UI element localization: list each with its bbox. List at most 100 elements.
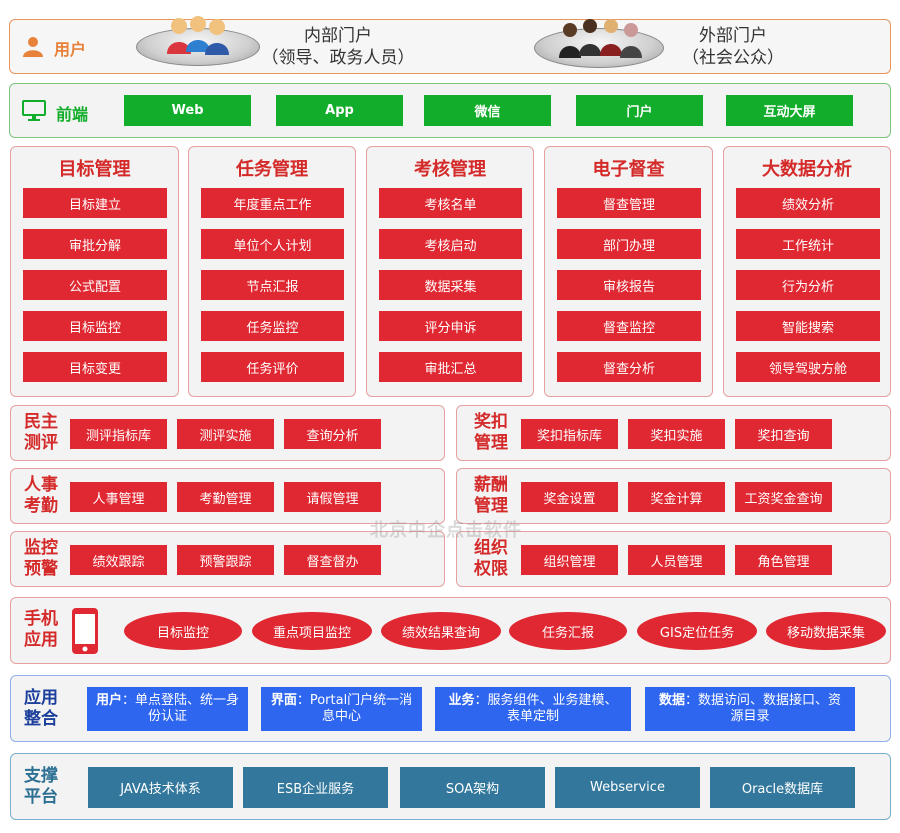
module-item[interactable]: 目标变更 <box>23 352 167 382</box>
module-item[interactable]: 督查监控 <box>557 311 701 341</box>
module-item[interactable]: 部门办理 <box>557 229 701 259</box>
frontend-label: 前端 <box>56 105 89 124</box>
support-item[interactable]: JAVA技术体系 <box>88 767 233 808</box>
phone-icon <box>71 607 99 655</box>
panel-label: 监控预警 <box>24 538 58 579</box>
frontend-row: 前端 Web App 微信 门户 互动大屏 <box>9 83 891 138</box>
mobile-label: 手机应用 <box>24 609 58 650</box>
support-item[interactable]: Webservice <box>555 767 700 808</box>
mobile-item[interactable]: 重点项目监控 <box>252 612 372 650</box>
module-item[interactable]: 年度重点工作 <box>201 188 344 218</box>
module-item[interactable]: 行为分析 <box>736 270 880 300</box>
module-item[interactable]: 任务监控 <box>201 311 344 341</box>
panel-item[interactable]: 测评实施 <box>177 419 274 449</box>
support-label: 支撑平台 <box>24 766 58 807</box>
panel-hr-attendance: 人事考勤 人事管理 考勤管理 请假管理 <box>10 468 445 524</box>
panel-item[interactable]: 请假管理 <box>284 482 381 512</box>
panel-item[interactable]: 奖金计算 <box>628 482 725 512</box>
frontend-app-button[interactable]: App <box>276 95 403 126</box>
module-item[interactable]: 督查管理 <box>557 188 701 218</box>
mobile-item[interactable]: 移动数据采集 <box>766 612 886 650</box>
module-item[interactable]: 绩效分析 <box>736 188 880 218</box>
module-item[interactable]: 工作统计 <box>736 229 880 259</box>
module-item[interactable]: 任务评价 <box>201 352 344 382</box>
support-item[interactable]: ESB企业服务 <box>243 767 388 808</box>
module-item[interactable]: 审批汇总 <box>379 352 522 382</box>
frontend-screen-button[interactable]: 互动大屏 <box>726 95 853 126</box>
module-task-management: 任务管理 年度重点工作 单位个人计划 节点汇报 任务监控 任务评价 <box>188 146 356 397</box>
module-item[interactable]: 目标监控 <box>23 311 167 341</box>
user-row: 用户 内部门户 （领导、政务人员） 外部门户 （社会公众） <box>9 16 891 74</box>
support-item[interactable]: SOA架构 <box>400 767 545 808</box>
integration-item-business[interactable]: 业务：服务组件、业务建模、表单定制 <box>435 687 631 731</box>
module-assessment-management: 考核管理 考核名单 考核启动 数据采集 评分申诉 审批汇总 <box>366 146 534 397</box>
module-item[interactable]: 领导驾驶方舱 <box>736 352 880 382</box>
panel-item[interactable]: 奖扣指标库 <box>521 419 618 449</box>
module-goal-management: 目标管理 目标建立 审批分解 公式配置 目标监控 目标变更 <box>10 146 179 397</box>
module-item[interactable]: 目标建立 <box>23 188 167 218</box>
module-title: 任务管理 <box>236 159 308 180</box>
mobile-item[interactable]: GIS定位任务 <box>637 612 757 650</box>
support-item[interactable]: Oracle数据库 <box>710 767 855 808</box>
module-title: 电子督查 <box>592 159 665 180</box>
panel-item[interactable]: 角色管理 <box>735 545 832 575</box>
panel-item[interactable]: 督查督办 <box>284 545 381 575</box>
module-item[interactable]: 督查分析 <box>557 352 701 382</box>
panel-item[interactable]: 人事管理 <box>70 482 167 512</box>
mobile-row: 手机应用 目标监控 重点项目监控 绩效结果查询 任务汇报 GIS定位任务 移动数… <box>10 597 891 664</box>
module-title: 目标管理 <box>58 159 131 180</box>
module-item[interactable]: 考核名单 <box>379 188 522 218</box>
integration-item-user[interactable]: 用户：单点登陆、统一身份认证 <box>87 687 248 731</box>
mobile-item[interactable]: 目标监控 <box>124 612 242 650</box>
integration-label: 应用整合 <box>24 688 58 729</box>
module-item[interactable]: 考核启动 <box>379 229 522 259</box>
frontend-wechat-button[interactable]: 微信 <box>424 95 551 126</box>
integration-item-interface[interactable]: 界面：Portal门户统一消息中心 <box>261 687 422 731</box>
panel-item[interactable]: 奖金设置 <box>521 482 618 512</box>
panel-item[interactable]: 工资奖金查询 <box>735 482 832 512</box>
module-title: 大数据分析 <box>762 159 852 180</box>
external-portal-subtitle: （社会公众） <box>682 48 784 68</box>
panel-salary-management: 薪酬管理 奖金设置 奖金计算 工资奖金查询 <box>456 468 891 524</box>
panel-item[interactable]: 人员管理 <box>628 545 725 575</box>
module-item[interactable]: 智能搜索 <box>736 311 880 341</box>
user-icon <box>22 35 44 57</box>
panel-monitoring-warning: 监控预警 绩效跟踪 预警跟踪 督查督办 <box>10 531 445 587</box>
panel-label: 奖扣管理 <box>474 412 508 453</box>
module-item[interactable]: 单位个人计划 <box>201 229 344 259</box>
watermark: 北京中企点击软件 <box>370 520 522 541</box>
module-item[interactable]: 审核报告 <box>557 270 701 300</box>
panel-item[interactable]: 查询分析 <box>284 419 381 449</box>
monitor-icon <box>22 100 46 122</box>
module-item[interactable]: 公式配置 <box>23 270 167 300</box>
crowd-icon <box>556 14 646 60</box>
panel-item[interactable]: 测评指标库 <box>70 419 167 449</box>
module-item[interactable]: 审批分解 <box>23 229 167 259</box>
user-label: 用户 <box>54 40 87 59</box>
panel-label: 薪酬管理 <box>474 475 508 516</box>
panel-item[interactable]: 奖扣查询 <box>735 419 832 449</box>
module-item[interactable]: 数据采集 <box>379 270 522 300</box>
frontend-portal-button[interactable]: 门户 <box>576 95 703 126</box>
panel-item[interactable]: 考勤管理 <box>177 482 274 512</box>
people-icon <box>162 14 232 58</box>
integration-item-data[interactable]: 数据：数据访问、数据接口、资源目录 <box>645 687 855 731</box>
external-portal-image <box>534 28 664 68</box>
panel-label: 组织权限 <box>474 538 508 579</box>
panel-item[interactable]: 奖扣实施 <box>628 419 725 449</box>
panel-democratic-evaluation: 民主测评 测评指标库 测评实施 查询分析 <box>10 405 445 461</box>
support-row: 支撑平台 JAVA技术体系 ESB企业服务 SOA架构 Webservice O… <box>10 753 891 820</box>
panel-organization-permission: 组织权限 组织管理 人员管理 角色管理 <box>456 531 891 587</box>
panel-item[interactable]: 组织管理 <box>521 545 618 575</box>
panel-item[interactable]: 绩效跟踪 <box>70 545 167 575</box>
module-item[interactable]: 评分申诉 <box>379 311 522 341</box>
panel-reward-deduction: 奖扣管理 奖扣指标库 奖扣实施 奖扣查询 <box>456 405 891 461</box>
module-item[interactable]: 节点汇报 <box>201 270 344 300</box>
panel-label: 民主测评 <box>24 412 58 453</box>
panel-item[interactable]: 预警跟踪 <box>177 545 274 575</box>
module-title: 考核管理 <box>414 159 486 180</box>
frontend-web-button[interactable]: Web <box>124 95 251 126</box>
module-big-data-analysis: 大数据分析 绩效分析 工作统计 行为分析 智能搜索 领导驾驶方舱 <box>723 146 891 397</box>
mobile-item[interactable]: 绩效结果查询 <box>381 612 501 650</box>
mobile-item[interactable]: 任务汇报 <box>509 612 627 650</box>
